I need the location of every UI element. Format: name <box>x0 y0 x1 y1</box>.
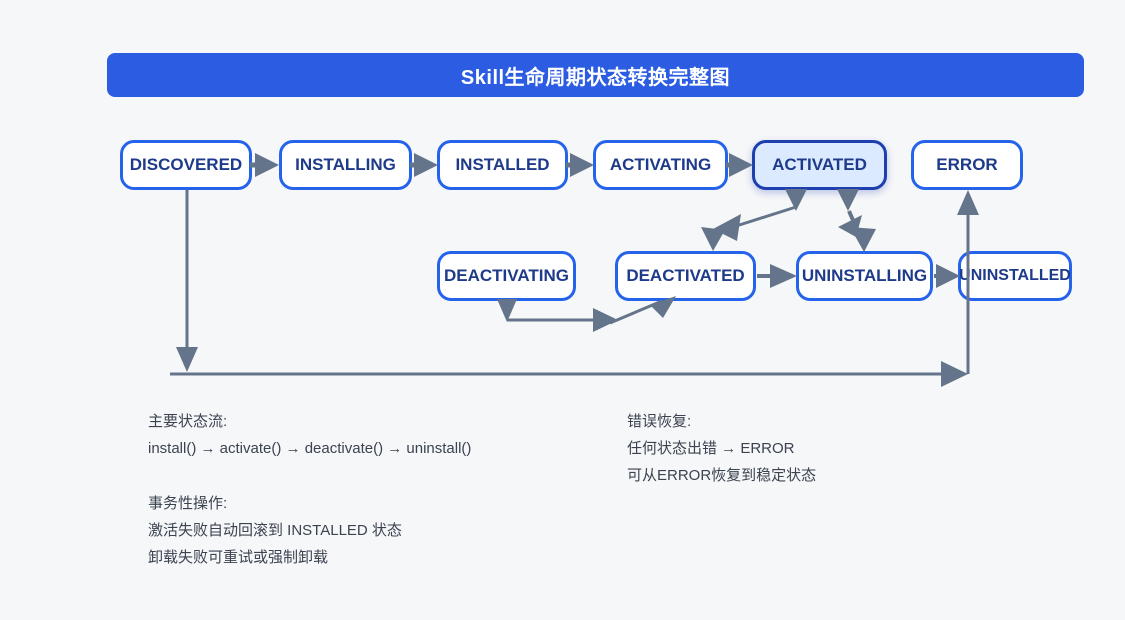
note-transactional-ops: 事务性操作: 激活失败自动回滚到 INSTALLED 状态 卸载失败可重试或强制… <box>148 490 402 571</box>
state-activated-highlighted: ACTIVATED <box>752 140 887 190</box>
arrow-deactivated-to-uninstalling <box>757 264 797 288</box>
state-installed: INSTALLED <box>437 140 568 190</box>
arrow-installed-to-activating <box>566 153 594 177</box>
arrow-uninstalling-to-uninstalled <box>934 264 960 288</box>
note-error-line1: 任何状态出错 → ERROR <box>627 440 795 457</box>
note-transactional-line1: 激活失败自动回滚到 INSTALLED 状态 <box>148 522 402 539</box>
note-error-title: 错误恢复: <box>627 413 692 430</box>
note-main-flow-title: 主要状态流: <box>148 413 228 430</box>
state-error: ERROR <box>911 140 1023 190</box>
note-main-flow-text: install() → activate() → deactivate() → … <box>148 440 472 457</box>
note-transactional-title: 事务性操作: <box>148 495 228 512</box>
state-uninstalling: UNINSTALLING <box>796 251 933 301</box>
state-uninstalled: UNINSTALLED <box>958 251 1072 301</box>
arrow-activating-to-activated <box>726 153 753 177</box>
diagram-title-banner: Skill生命周期状态转换完整图 <box>107 53 1084 97</box>
state-installing: INSTALLING <box>279 140 412 190</box>
state-discovered: DISCOVERED <box>120 140 252 190</box>
arrow-deactivating-to-deactivated <box>497 296 676 332</box>
arrow-installing-to-installed <box>410 153 438 177</box>
arrow-discovered-to-installing <box>250 153 279 177</box>
state-deactivated: DEACTIVATED <box>615 251 756 301</box>
state-activating: ACTIVATING <box>593 140 728 190</box>
diagram-title: Skill生命周期状态转换完整图 <box>460 66 731 89</box>
note-error-line2: 可从ERROR恢复到稳定状态 <box>627 467 817 484</box>
note-transactional-line2: 卸载失败可重试或强制卸载 <box>148 549 329 566</box>
note-error-recovery: 错误恢复: 任何状态出错 → ERROR 可从ERROR恢复到稳定状态 <box>627 408 816 489</box>
arrow-activated-to-deactivated <box>701 189 807 251</box>
arrow-activated-to-uninstalling <box>837 189 876 252</box>
note-main-flow: 主要状态流: install() → activate() → deactiva… <box>148 408 471 462</box>
state-deactivating: DEACTIVATING <box>437 251 576 301</box>
